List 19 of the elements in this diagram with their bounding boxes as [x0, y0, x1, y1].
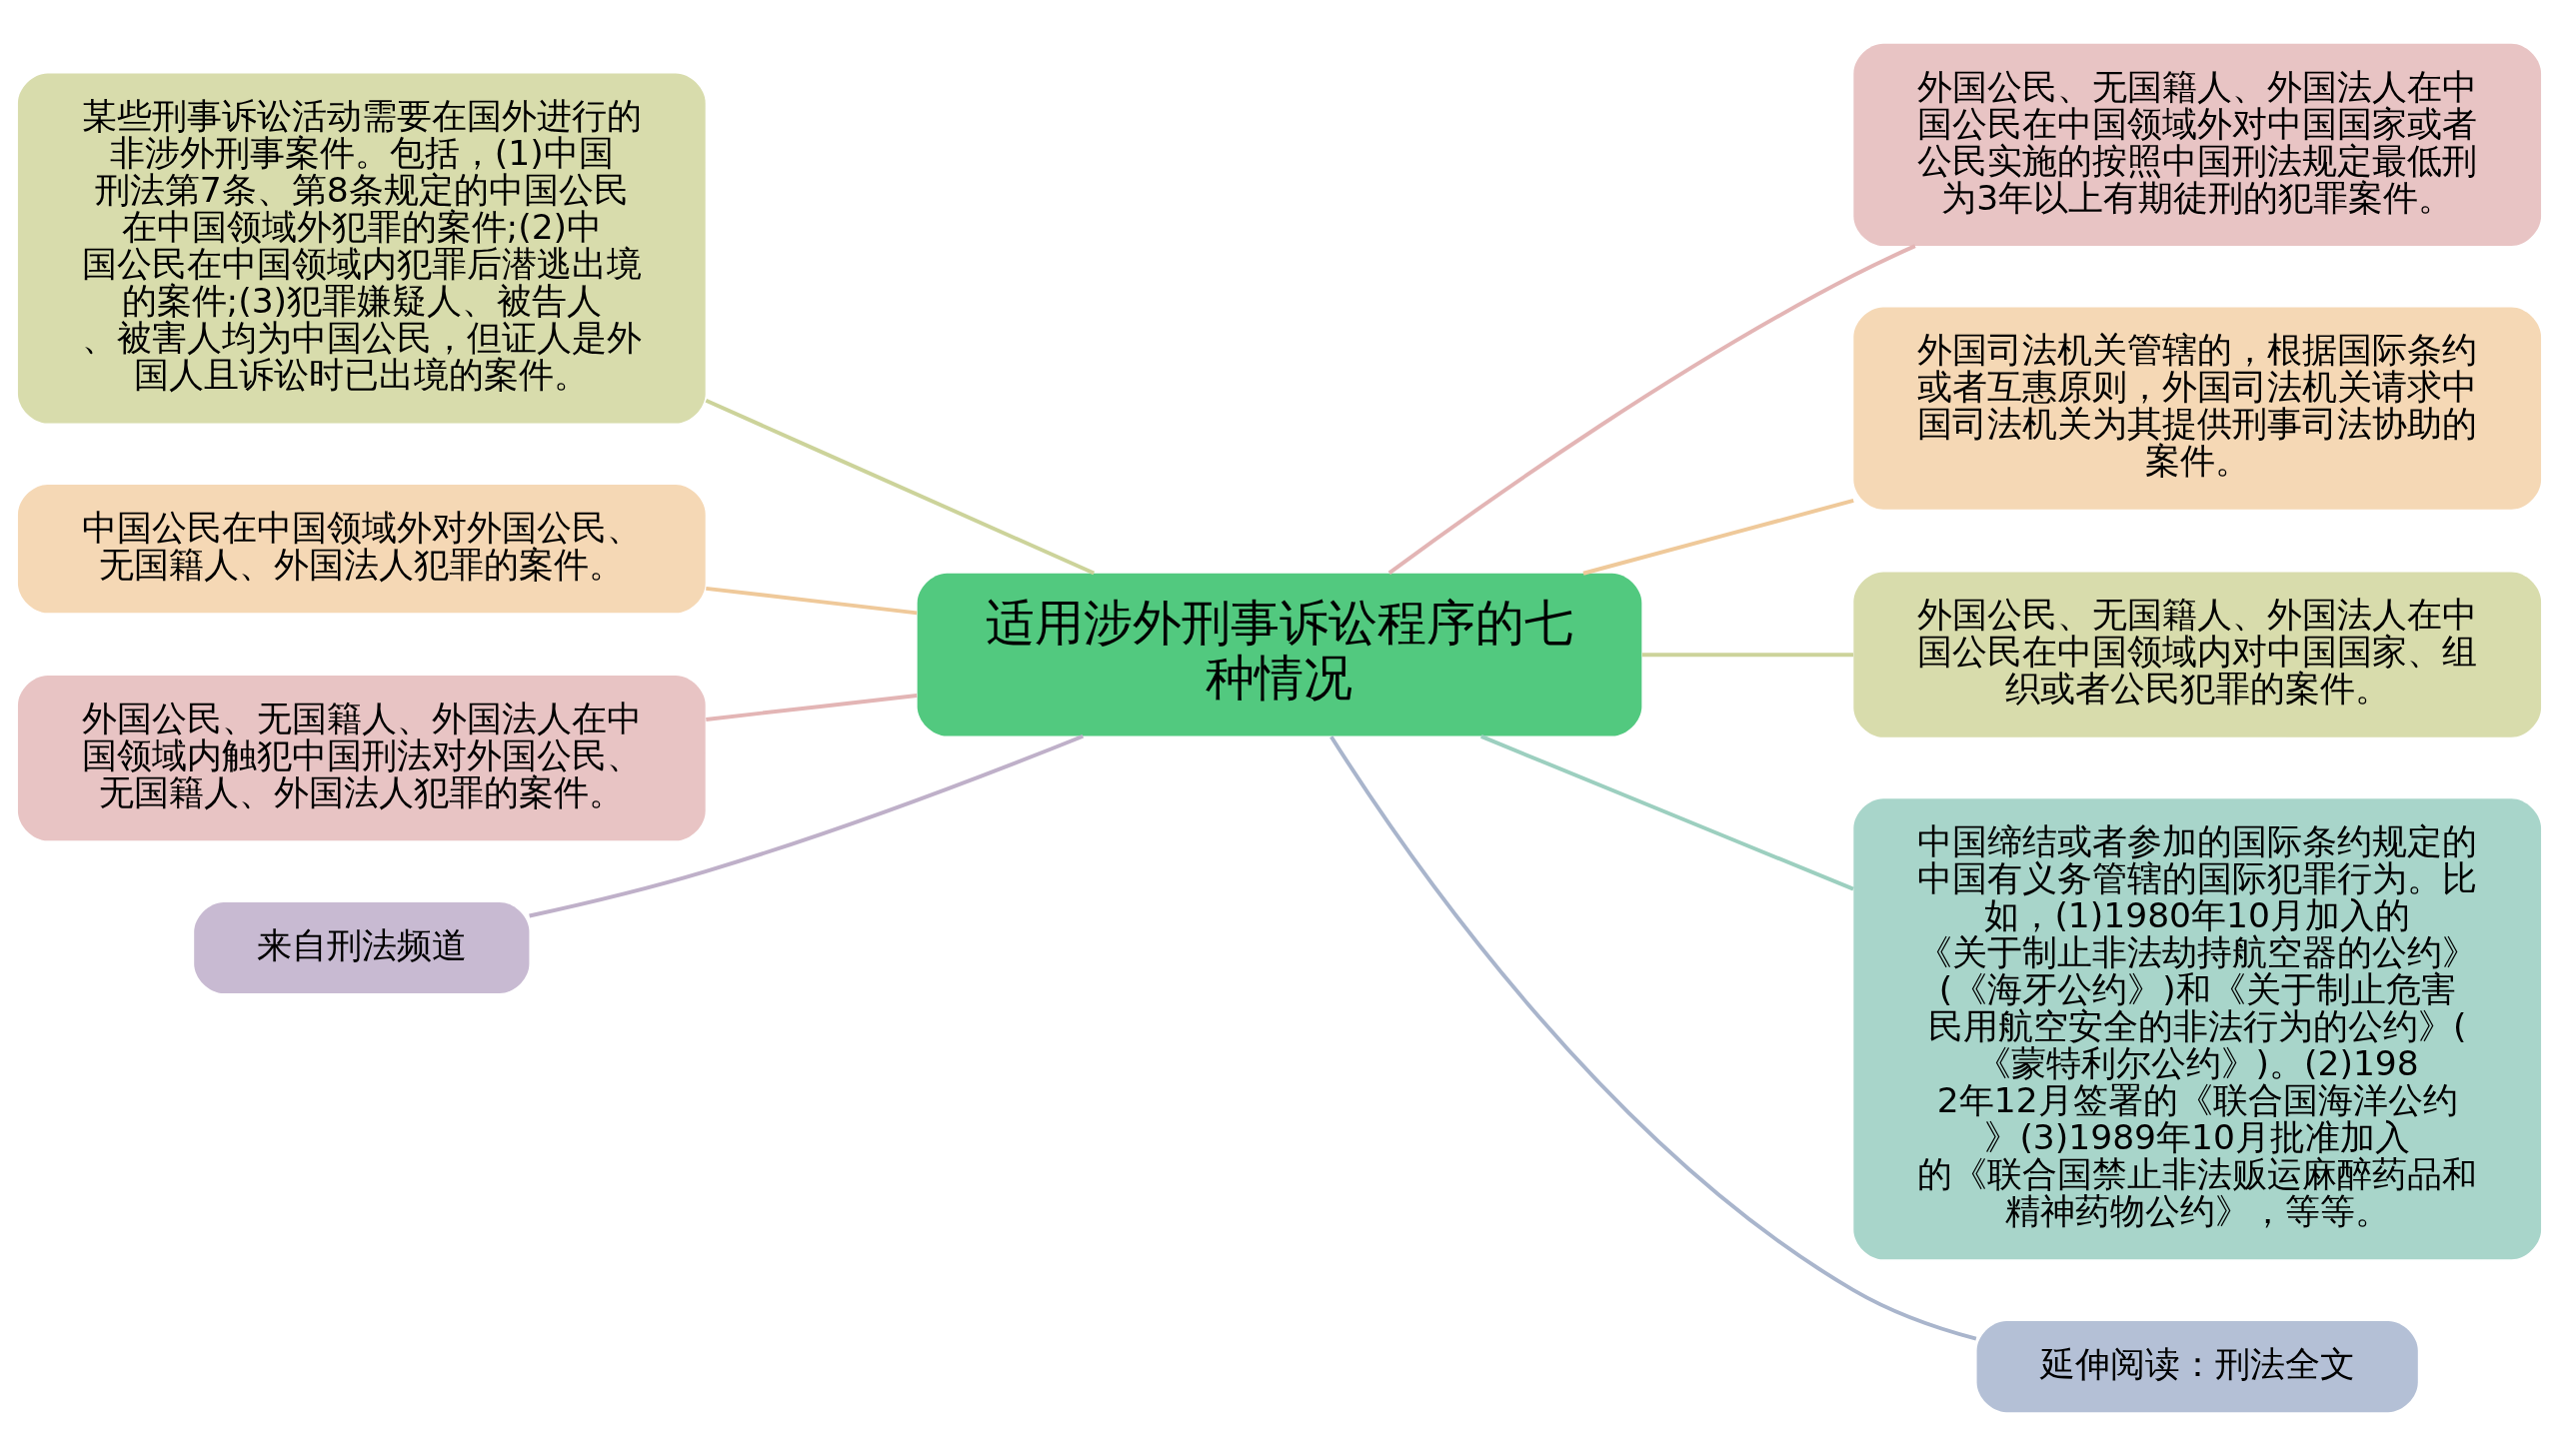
connector — [1582, 498, 1854, 576]
connector — [1641, 653, 1854, 658]
node-box: 外国司法机关管辖的，根据国际条约或者互惠原则，外国司法机关请求中国司法机关为其提供刑事司法协助的案件。 — [1853, 307, 2542, 510]
connector — [706, 694, 918, 722]
connector — [706, 586, 918, 616]
node-box: 中国缔结或者参加的国际条约规定的中国有义务管辖的国际犯罪行为。比如，(1)1980年10月加入的《关于制止非法劫持航空器的公约》(《海牙公约》)和《关于制止危害民用航空安全的非法行为的公约》(《蒙特利尔公约》)。(2)1982年12月签署的《联合国海洋公约》(3)1989年10月批准加入的《联合国禁止非法贩运麻醉药品和精神药物公约》，等等。 — [1853, 798, 2542, 1260]
node-box: 适用涉外刑事诉讼程序的七种情况 — [917, 573, 1642, 736]
node-box: 外国公民、无国籍人、外国法人在中国领域内触犯中国刑法对外国公民、无国籍人、外国法人犯罪的案件。 — [17, 676, 706, 841]
connector — [1329, 735, 1977, 1341]
node-box: 外国公民、无国籍人、外国法人在中国公民在中国领域内对中国国家、组织或者公民犯罪的案件。 — [1853, 572, 2542, 737]
connector — [1387, 244, 1916, 575]
node-box: 中国公民在中国领域外对外国公民、无国籍人、外国法人犯罪的案件。 — [17, 485, 706, 614]
node-box: 某些刑事诉讼活动需要在国外进行的非涉外刑事案件。包括，(1)中国刑法第7条、第8条规定的中国公民在中国领域外犯罪的案件;(2)中国公民在中国领域内犯罪后潜逃出境的案件;(3)犯罪嫌疑人、被告人、被害人均为中国公民，但证人是外国人且诉讼时已出境的案件。 — [17, 73, 706, 424]
connector — [1480, 734, 1854, 891]
node-box: 来自刑法频道 — [194, 901, 530, 994]
node-box: 外国公民、无国籍人、外国法人在中国公民在中国领域外对中国国家或者公民实施的按照中国刑法规定最低刑为3年以上有期徒刑的犯罪案件。 — [1853, 43, 2542, 246]
node-box: 延伸阅读：刑法全文 — [1976, 1320, 2418, 1413]
connector — [529, 733, 1085, 918]
connector — [705, 398, 1096, 576]
